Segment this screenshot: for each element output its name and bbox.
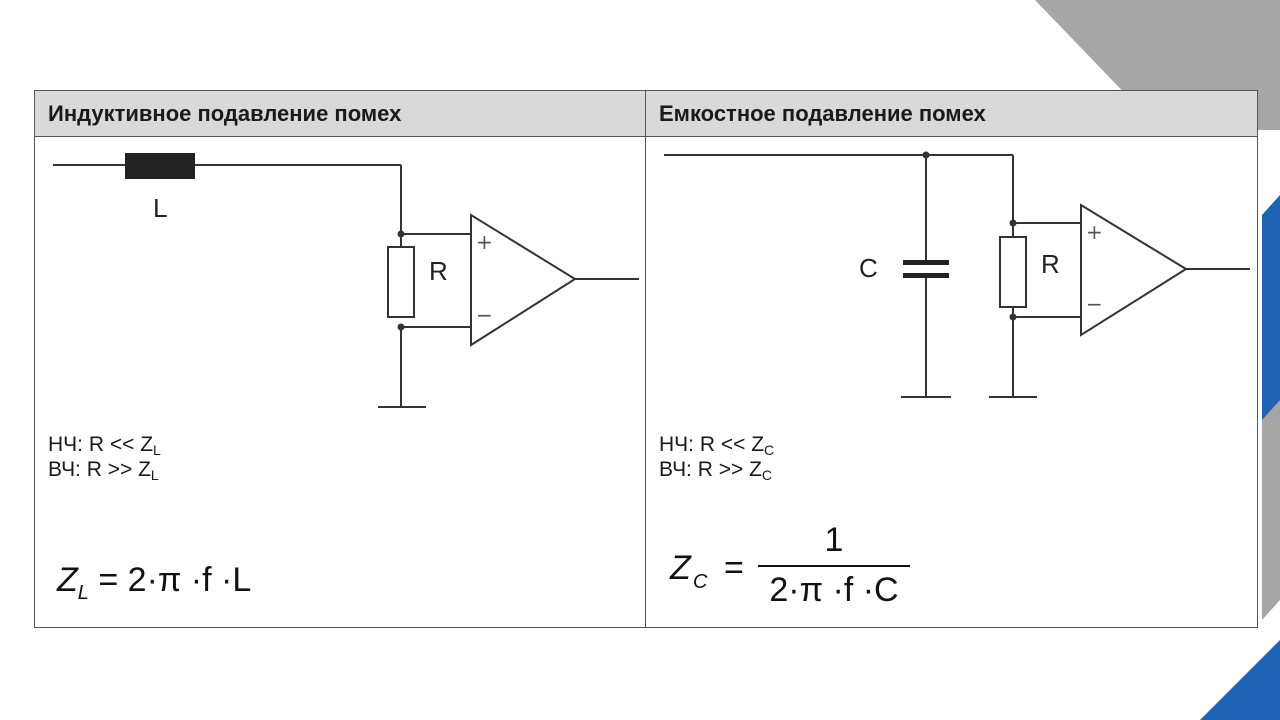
resistor-symbol <box>999 236 1027 308</box>
comparison-table: Индуктивное подавление помех + − L R <box>34 90 1258 628</box>
resistor-label: R <box>1041 249 1060 279</box>
hf-condition: ВЧ: R >> ZL <box>48 458 159 483</box>
capacitive-impedance-formula: Z C = 1 2·π ·f ·C <box>670 521 970 611</box>
blue-side-band <box>1262 195 1280 420</box>
capacitor-plate-bottom <box>903 273 949 278</box>
inductor-symbol <box>125 153 195 179</box>
junction-dot <box>397 230 405 238</box>
inductive-circuit-diagram: + − L R <box>53 153 639 408</box>
capacitive-column: Емкостное подавление помех + <box>646 91 1257 627</box>
op-amp-symbol <box>470 213 577 347</box>
capacitor-plate-top <box>903 260 949 265</box>
capacitive-header: Емкостное подавление помех <box>646 91 1257 137</box>
lf-condition: НЧ: R << ZL <box>48 433 161 458</box>
capacitor-label: C <box>859 253 878 283</box>
inductive-header: Индуктивное подавление помех <box>35 91 645 137</box>
op-amp-plus: + <box>1086 220 1103 244</box>
resistor-label: R <box>429 256 448 286</box>
op-amp-plus: + <box>476 230 493 254</box>
inductive-impedance-formula: ZL = 2·π ·f ·L <box>57 561 252 604</box>
hf-condition: ВЧ: R >> ZC <box>659 458 773 483</box>
junction-dot <box>1009 219 1017 227</box>
op-amp-minus: − <box>1086 292 1103 316</box>
junction-dot <box>397 323 405 331</box>
fraction-bar <box>758 565 910 567</box>
inductor-label: L <box>153 193 167 223</box>
op-amp-minus: − <box>476 303 493 327</box>
inductive-column: Индуктивное подавление помех + − L R <box>35 91 646 627</box>
blue-corner-band <box>1200 640 1280 720</box>
junction-dot <box>1009 313 1017 321</box>
capacitive-circuit-diagram: + − C R <box>664 151 1250 398</box>
gray-side-band <box>1262 380 1280 620</box>
lf-condition: НЧ: R << ZC <box>659 433 775 458</box>
op-amp-symbol <box>1080 203 1188 337</box>
resistor-symbol <box>387 246 415 318</box>
junction-dot <box>922 151 930 159</box>
